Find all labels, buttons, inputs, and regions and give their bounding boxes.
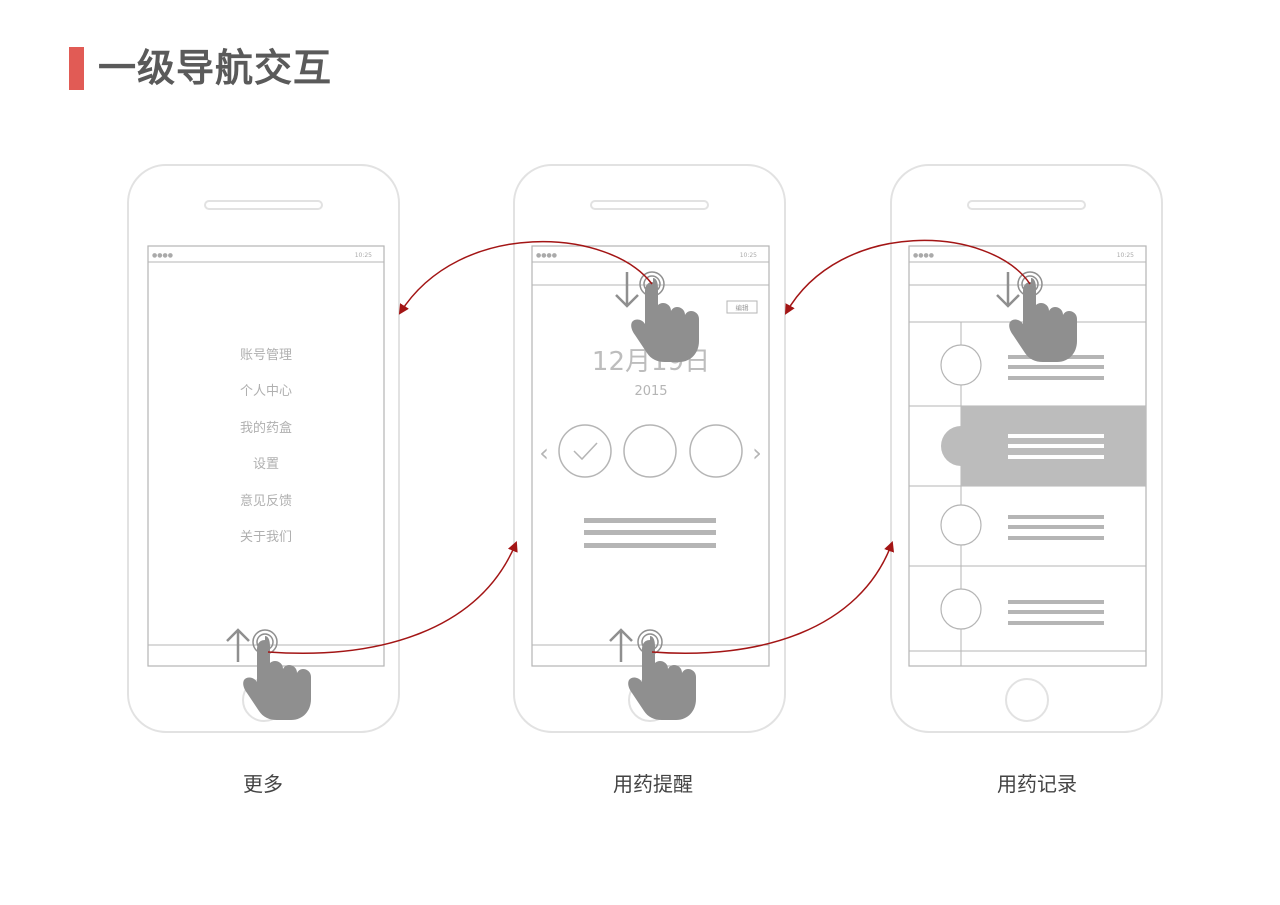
text-placeholder-lines <box>584 518 716 548</box>
edit-button-label: 编辑 <box>736 303 750 312</box>
caption-more: 更多 <box>243 772 283 796</box>
menu-item-about[interactable]: 关于我们 <box>240 530 292 545</box>
swipe-up-arrow-icon <box>609 628 633 662</box>
menu-item-pillbox[interactable]: 我的药盒 <box>240 420 292 436</box>
prev-arrow-icon[interactable]: ‹ <box>539 439 549 467</box>
status-time: 10:25 <box>740 252 757 259</box>
title-accent-bar <box>69 47 84 90</box>
dose-slot[interactable] <box>623 424 677 478</box>
menu-item-feedback[interactable]: 意见反馈 <box>240 493 292 509</box>
caption-records: 用药记录 <box>997 772 1077 796</box>
transition-arrow <box>267 541 518 654</box>
page-title: 一级导航交互 <box>98 46 333 90</box>
menu-item-settings[interactable]: 设置 <box>253 457 279 472</box>
transition-arrow <box>784 239 1031 315</box>
menu-item-profile[interactable]: 个人中心 <box>240 384 292 399</box>
status-signal: ●●●● <box>152 252 173 259</box>
transition-arrow <box>651 541 895 654</box>
caption-reminder: 用药提醒 <box>613 772 693 796</box>
dose-slot[interactable] <box>689 424 743 478</box>
phone-more: ●●●● 10:25 账号管理 个人中心 我的药盒 设置 意见反馈 关于我们 <box>127 164 400 733</box>
transition-arrow <box>398 240 653 315</box>
phone-records: ●●●● 10:25 <box>890 164 1163 733</box>
status-time: 10:25 <box>355 252 372 259</box>
next-arrow-icon[interactable]: › <box>752 439 762 467</box>
swipe-up-arrow-icon <box>226 628 250 662</box>
status-time: 10:25 <box>1117 252 1134 259</box>
reminder-year: 2015 <box>634 384 667 399</box>
check-icon <box>573 442 598 461</box>
dose-slot-taken[interactable] <box>558 424 612 478</box>
record-row-selected[interactable] <box>941 406 1146 486</box>
swipe-down-arrow-icon <box>615 272 639 308</box>
edit-button[interactable]: 编辑 <box>726 300 758 314</box>
record-row[interactable] <box>940 504 1104 546</box>
status-signal: ●●●● <box>913 252 934 259</box>
phone-reminder: ●●●● 10:25 编辑 12月19日 2015 ‹ › <box>513 164 786 733</box>
swipe-down-arrow-icon <box>996 272 1020 308</box>
record-row[interactable] <box>940 588 1104 630</box>
status-signal: ●●●● <box>536 252 557 259</box>
menu-item-account[interactable]: 账号管理 <box>240 348 292 363</box>
